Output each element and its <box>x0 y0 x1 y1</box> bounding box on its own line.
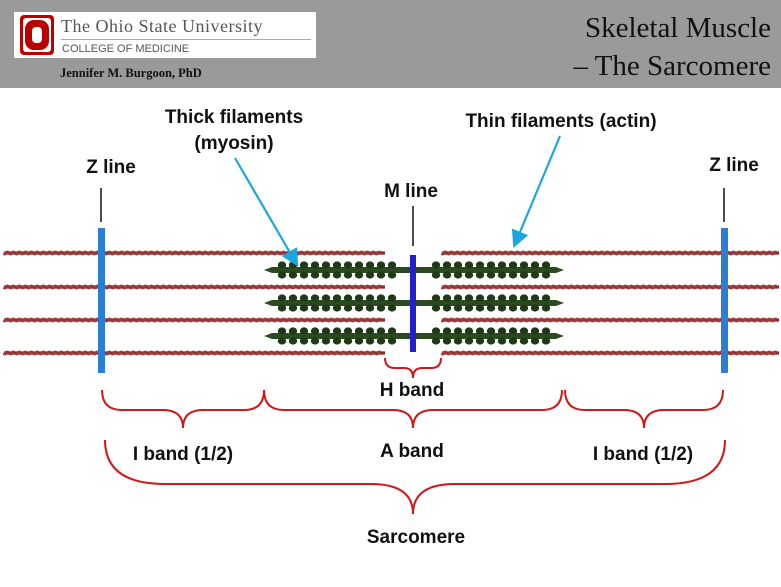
actin-filament-left <box>3 250 385 256</box>
actin-filament-right <box>441 350 779 356</box>
m-line <box>410 255 416 352</box>
h-band-bracket <box>384 357 442 379</box>
thin-filaments <box>3 250 779 356</box>
header-bar: The Ohio State University COLLEGE OF MED… <box>0 0 781 88</box>
sarcomere-label: Sarcomere <box>367 527 465 548</box>
h-band-label: H band <box>380 380 444 401</box>
i-band-right-label: I band (1/2) <box>593 444 693 465</box>
i-band-right-bracket <box>564 389 724 429</box>
divider <box>61 39 311 40</box>
z-line-left <box>98 228 105 373</box>
z-line-right-label: Z line <box>709 155 759 176</box>
author-name: Jennifer M. Burgoon, PhD <box>60 66 202 80</box>
actin-filament-right <box>441 284 779 290</box>
i-band-left-bracket <box>101 389 265 429</box>
actin-filament-left <box>3 317 385 323</box>
actin-filament-right <box>441 250 779 256</box>
thick-filaments-sublabel: (myosin) <box>194 133 273 154</box>
thick-filaments-label: Thick filaments <box>165 107 303 128</box>
a-band-bracket <box>263 389 563 429</box>
university-name: The Ohio State University <box>61 16 263 36</box>
block-o-icon <box>20 15 54 55</box>
a-band-label: A band <box>380 441 444 462</box>
m-line-label: M line <box>384 181 438 202</box>
i-band-left-label: I band (1/2) <box>133 444 233 465</box>
z-line-left-label: Z line <box>86 157 136 178</box>
sarcomere-bracket <box>104 439 726 515</box>
actin-filament-left <box>3 350 385 356</box>
actin-filament-right <box>441 317 779 323</box>
slide-title-line-2: – The Sarcomere <box>573 50 771 82</box>
thin-filament-arrow <box>511 135 562 249</box>
z-line-right <box>721 228 728 373</box>
actin-filament-left <box>3 284 385 290</box>
osu-logo: The Ohio State University COLLEGE OF MED… <box>14 12 316 58</box>
thick-filament-arrow <box>234 157 299 267</box>
thin-filaments-label: Thin filaments (actin) <box>465 111 656 132</box>
slide-title-line-1: Skeletal Muscle <box>584 12 771 44</box>
college-name: COLLEGE OF MEDICINE <box>62 43 190 55</box>
